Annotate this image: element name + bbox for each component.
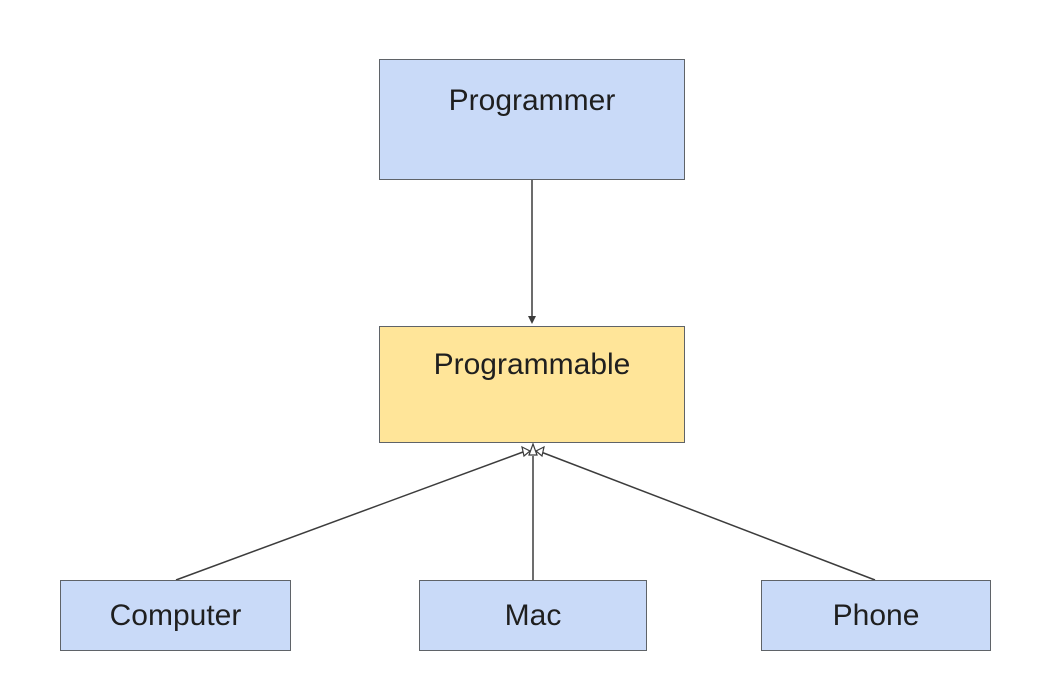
class-box-phone[interactable]: Phone — [761, 580, 991, 651]
class-label-phone: Phone — [832, 598, 920, 632]
interface-box-programmable[interactable]: Programmable — [379, 326, 685, 443]
class-label-computer: Computer — [109, 598, 242, 632]
interface-label-programmable: Programmable — [433, 348, 631, 381]
edge-phone-to-programmable — [540, 451, 876, 581]
class-box-computer[interactable]: Computer — [60, 580, 291, 651]
arrowhead-realization-computer — [521, 445, 532, 458]
arrowhead-realization-phone — [534, 445, 545, 458]
arrowhead-programmable-association — [528, 316, 536, 324]
edge-computer-to-programmable — [175, 451, 524, 581]
class-box-mac[interactable]: Mac — [419, 580, 647, 651]
class-label-mac: Mac — [504, 598, 562, 632]
class-box-programmer[interactable]: Programmer — [379, 59, 685, 180]
arrowhead-realization-mac — [528, 442, 538, 456]
class-label-programmer: Programmer — [448, 84, 616, 117]
